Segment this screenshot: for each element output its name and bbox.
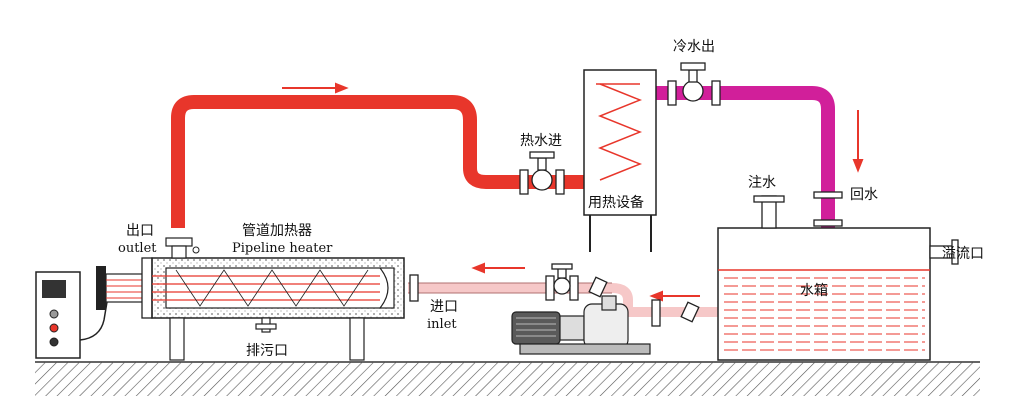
inlet-label-cn: 进口 [430,299,458,315]
drain-label: 排污口 [246,343,288,359]
control-box [35,271,109,359]
cold-water-out-valve [667,62,721,106]
water-tank-label: 水箱 [800,283,828,299]
return-pipe [655,86,835,228]
inlet-valve [409,263,608,302]
heater-label-cn: 管道加热器 [242,223,312,239]
inlet-pipe [408,283,718,317]
cold-water-out-label: 冷水出 [673,39,715,55]
return-flange [813,191,843,227]
heater-label-en: Pipeline heater [232,241,333,256]
outlet-label-en: outlet [118,241,157,256]
fill-water-label: 注水 [748,175,776,191]
tank-outlet-fittings [651,299,700,327]
ground [35,361,980,396]
flow-arrow [282,82,349,94]
hot-water-in-valve [519,151,565,195]
water-tank [717,195,959,361]
water-pump [511,295,651,355]
pipeline-heater [96,237,405,361]
flow-arrow [471,262,525,274]
return-water-label: 回水 [850,187,878,203]
inlet-label-en: inlet [427,317,457,332]
heat-coil [597,83,643,181]
heat-equipment [583,69,657,252]
hot-water-in-label: 热水进 [520,133,562,149]
outlet-label-cn: 出口 [126,223,154,239]
flow-arrow [649,290,700,302]
hot-water-pipe [171,95,588,228]
flow-arrow [852,110,864,173]
heat-equipment-label: 用热设备 [588,195,644,211]
overflow-label: 溢流口 [942,246,984,262]
